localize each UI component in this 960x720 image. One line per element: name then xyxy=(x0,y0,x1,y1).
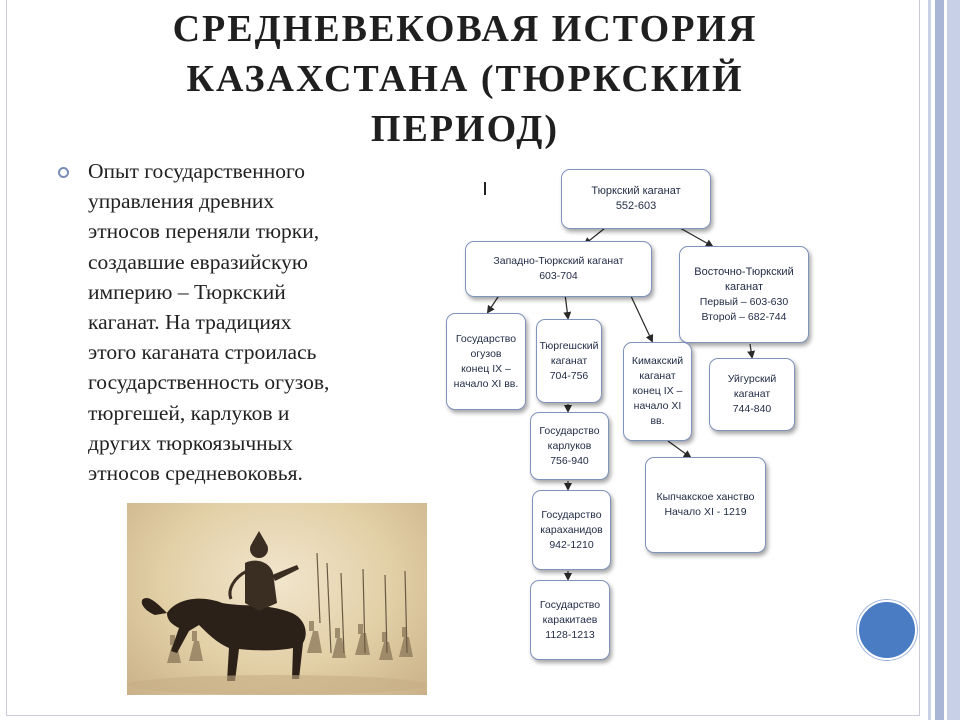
text-line: создавшие евразийскую xyxy=(88,249,308,274)
node-line: 756-940 xyxy=(550,454,589,467)
node-line: Первый – 603-630 xyxy=(699,295,789,308)
node-line: Второй – 682-744 xyxy=(701,310,787,323)
node-line: 704-756 xyxy=(549,369,589,382)
node-line: каганат xyxy=(733,388,771,400)
arrow-eastern-to-uyghur xyxy=(747,343,756,359)
bullet-icon xyxy=(58,167,69,178)
node-line: Восточно-Тюркский xyxy=(694,265,794,278)
node-line: начало XI xyxy=(633,400,682,412)
node-line: Тюргешский xyxy=(539,339,599,352)
node-line: Государство xyxy=(539,424,600,437)
text-line: империю – Тюркский xyxy=(88,279,286,304)
node-line: 744-840 xyxy=(732,403,772,415)
node-turgesh-khaganate: Тюргешский каганат 704-756 xyxy=(536,319,602,403)
title-line: КАЗАХСТАНА (ТЮРКСКИЙ xyxy=(186,58,744,100)
node-oghuz-state: Государство огузов конец IX – начало XI … xyxy=(446,313,526,410)
text-line: этносов средневоковья. xyxy=(88,461,303,486)
text-line: тюргешей, карлуков и xyxy=(88,400,290,425)
arrow-kimak-to-kipchak xyxy=(667,440,692,459)
node-line: вв. xyxy=(650,415,665,427)
node-turkic-khaganate: Тюркский каганат 552-603 xyxy=(561,169,711,229)
node-line: начало XI вв. xyxy=(453,377,519,390)
node-line: Государство xyxy=(539,598,601,611)
node-line: конец IX – xyxy=(461,362,511,375)
node-karakitai-state: Государство каракитаев 1128-1213 xyxy=(530,580,610,660)
decorative-blue-circle xyxy=(857,600,917,660)
text-line: каганат. На традициях xyxy=(88,310,292,335)
arrow-western-to-turgesh xyxy=(563,293,572,320)
node-line: карлуков xyxy=(547,439,592,452)
node-line: 942-1210 xyxy=(549,538,594,551)
node-karakhanid-state: Государство караханидов 942-1210 xyxy=(532,490,611,570)
node-eastern-turkic-khaganate: Восточно-Тюркский каганат Первый – 603-6… xyxy=(679,246,809,343)
arrow-western-to-kimak xyxy=(629,293,654,343)
node-uyghur-khaganate: Уйгурский каганат 744-840 xyxy=(709,358,795,431)
text-line: государственность огузов, xyxy=(88,370,330,395)
text-line: других тюркоязычных xyxy=(88,430,293,455)
decorative-side-stripes xyxy=(920,0,960,720)
text-line: Опыт государственного xyxy=(88,159,306,183)
node-line: каракитаев xyxy=(542,613,598,626)
text-line: этносов переняли тюрки, xyxy=(88,219,320,244)
node-kipchak-khanate: Кыпчакское ханство Начало XI - 1219 xyxy=(645,457,766,553)
text-line: управления древних xyxy=(88,189,275,214)
node-line: 1128-1213 xyxy=(545,628,595,641)
node-line: конец IX – xyxy=(632,385,683,397)
node-line: 552-603 xyxy=(615,200,657,212)
text-cursor-mark xyxy=(484,182,486,195)
warrior-painting xyxy=(127,503,427,695)
node-line: каганат xyxy=(639,370,676,382)
node-line: огузов xyxy=(470,347,502,360)
node-line: Кимакский xyxy=(631,355,684,367)
node-line: караханидов xyxy=(540,523,603,536)
node-line: Кыпчакское ханство xyxy=(656,491,755,503)
arrow-turkic-to-eastern xyxy=(679,227,714,247)
node-western-turkic-khaganate: Западно-Тюркский каганат 603-704 xyxy=(465,241,652,297)
node-kimak-khaganate: Кимакский каганат конец IX – начало XI в… xyxy=(623,342,692,441)
bullet-text: Опыт государственного управления древних… xyxy=(88,156,418,488)
title-line: ПЕРИОД) xyxy=(370,108,560,150)
arrow-western-to-oghuz xyxy=(486,293,501,314)
node-line: Государство xyxy=(541,508,602,521)
slide-title: СРЕДНЕВЕКОВАЯ ИСТОРИЯ КАЗАХСТАНА (ТЮРКСК… xyxy=(30,4,900,154)
node-karluk-state: Государство карлуков 756-940 xyxy=(530,412,609,480)
title-line: СРЕДНЕВЕКОВАЯ ИСТОРИЯ xyxy=(172,8,758,50)
node-line: Государство xyxy=(455,332,517,345)
node-line: каганат xyxy=(724,280,764,293)
slide-frame xyxy=(6,0,920,716)
node-line: каганат xyxy=(550,354,588,367)
text-line: этого каганата строилась xyxy=(88,340,317,365)
node-line: Уйгурский xyxy=(727,373,777,385)
node-line: 603-704 xyxy=(539,270,578,282)
node-line: Тюркский каганат xyxy=(591,185,681,197)
node-line: Начало XI - 1219 xyxy=(664,506,747,518)
node-line: Западно-Тюркский каганат xyxy=(493,255,624,267)
